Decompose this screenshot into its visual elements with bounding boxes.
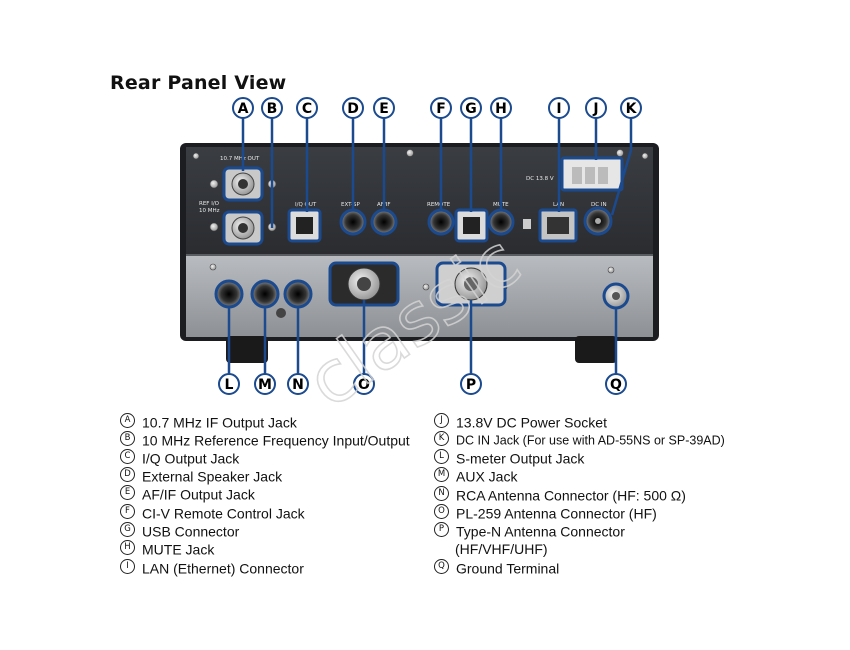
- page-title: Rear Panel View: [110, 72, 287, 94]
- svg-text:K: K: [626, 101, 638, 117]
- panel-label-dc-13-8: DC 13.8 V: [526, 176, 554, 182]
- panel-label-ext-sp: EXT-SP: [341, 202, 360, 208]
- af-if-jack: [370, 208, 398, 236]
- callout-a: A: [232, 97, 254, 119]
- svg-text:Q: Q: [610, 377, 622, 393]
- panel-label-remote: REMOTE: [427, 202, 451, 208]
- panel-label-if-out: 10.7 MHz OUT: [220, 156, 260, 162]
- callout-b: B: [261, 97, 283, 119]
- svg-text:C: C: [302, 101, 312, 117]
- callout-h: H: [490, 97, 512, 119]
- ext-sp-jack: [339, 208, 367, 236]
- leader-lines: [227, 118, 633, 375]
- dc-in-jack: [583, 206, 613, 236]
- ground-terminal: [602, 282, 630, 310]
- if-out-bnc-connector: [222, 166, 264, 202]
- callout-p: P: [460, 373, 482, 395]
- switch: [523, 219, 531, 229]
- svg-text:A: A: [238, 101, 249, 117]
- callout-q: Q: [605, 373, 627, 395]
- s-meter-jack: [214, 279, 244, 309]
- callout-o: O: [353, 373, 375, 395]
- panel-label-ref-io: REF I/O: [199, 201, 220, 207]
- ref-io-bnc-connector: [222, 210, 264, 246]
- callout-n: N: [287, 373, 309, 395]
- callout-f: F: [430, 97, 452, 119]
- callout-e: E: [373, 97, 395, 119]
- svg-text:O: O: [358, 377, 370, 393]
- svg-text:F: F: [436, 101, 446, 117]
- legend-item-continuation: (HF/VHF/UHF): [455, 541, 548, 557]
- callout-g: G: [460, 97, 482, 119]
- remote-jack: [427, 208, 455, 236]
- svg-text:P: P: [466, 377, 476, 393]
- dc-power-socket: [560, 156, 624, 192]
- rca-antenna-connector: [283, 279, 313, 309]
- panel-label-ref-freq: 10 MHz: [199, 208, 220, 214]
- screw-hole: [276, 308, 286, 318]
- svg-text:M: M: [258, 377, 272, 393]
- svg-text:E: E: [379, 101, 389, 117]
- svg-text:J: J: [592, 101, 598, 117]
- svg-text:H: H: [495, 101, 507, 117]
- callout-d: D: [342, 97, 364, 119]
- usb-connector: [454, 208, 489, 243]
- callout-c: C: [296, 97, 318, 119]
- panel-label-dc-in: DC IN: [591, 202, 607, 208]
- callout-k: K: [620, 97, 642, 119]
- callout-j: J: [585, 97, 607, 119]
- svg-text:L: L: [225, 377, 234, 393]
- svg-text:G: G: [465, 101, 477, 117]
- callout-l: L: [218, 373, 240, 395]
- callout-i: I: [548, 97, 570, 119]
- callout-m: M: [254, 373, 276, 395]
- svg-text:D: D: [347, 101, 359, 117]
- svg-text:N: N: [292, 377, 304, 393]
- svg-text:B: B: [267, 101, 278, 117]
- lan-connector: [538, 208, 578, 243]
- svg-text:I: I: [556, 101, 561, 117]
- iq-out-usb-connector: [287, 208, 322, 243]
- aux-jack: [250, 279, 280, 309]
